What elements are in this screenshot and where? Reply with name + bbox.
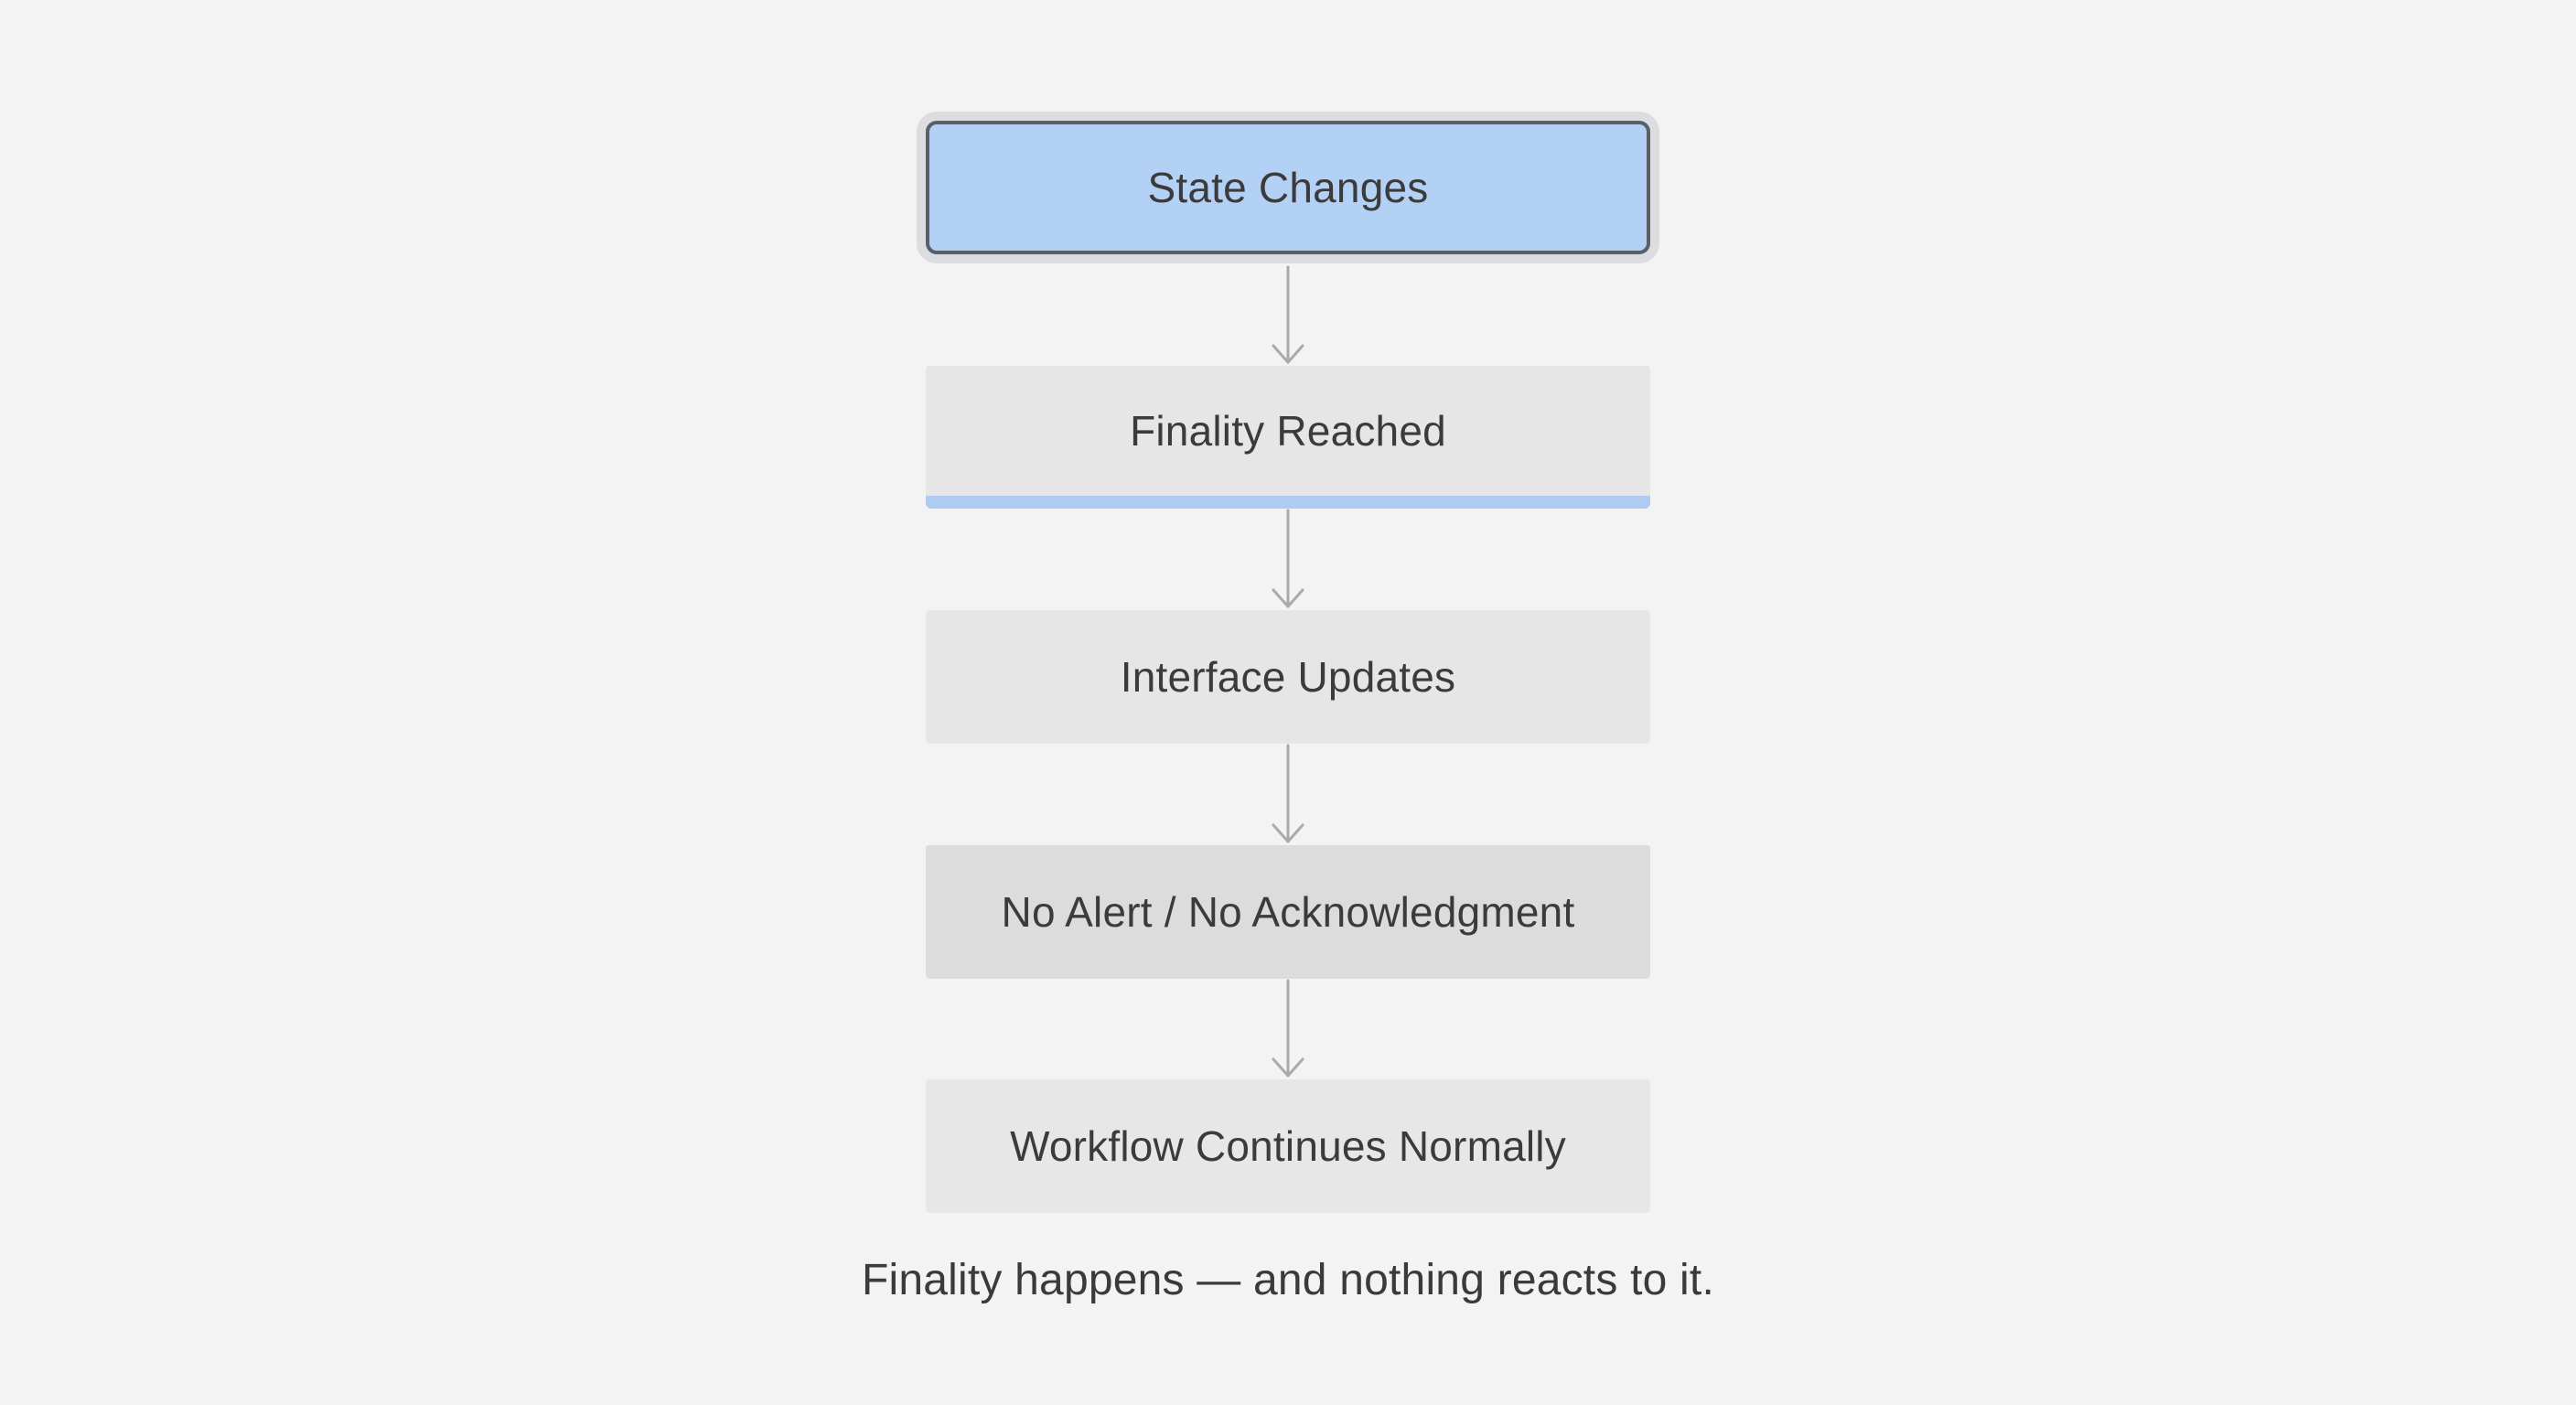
connector-no-alert-to-workflow (1272, 979, 1304, 1078)
node-workflow-continues: Workflow Continues Normally (926, 1079, 1650, 1213)
node-interface-updates: Interface Updates (926, 610, 1650, 744)
connector-state-to-finality (1272, 265, 1304, 364)
node-no-alert-label: No Alert / No Acknowledgment (1001, 888, 1575, 936)
connector-interface-to-no-alert (1272, 744, 1304, 843)
node-finality-reached-label: Finality Reached (1130, 407, 1446, 455)
diagram-caption: Finality happens — and nothing reacts to… (861, 1256, 1714, 1304)
node-finality-reached: Finality Reached (926, 366, 1650, 509)
node-no-alert: No Alert / No Acknowledgment (926, 845, 1650, 979)
connector-finality-to-interface (1272, 509, 1304, 608)
node-state-changes-label: State Changes (1147, 164, 1429, 211)
node-workflow-continues-label: Workflow Continues Normally (1010, 1122, 1566, 1170)
node-interface-updates-label: Interface Updates (1120, 653, 1456, 701)
node-state-changes: State Changes (926, 121, 1650, 254)
